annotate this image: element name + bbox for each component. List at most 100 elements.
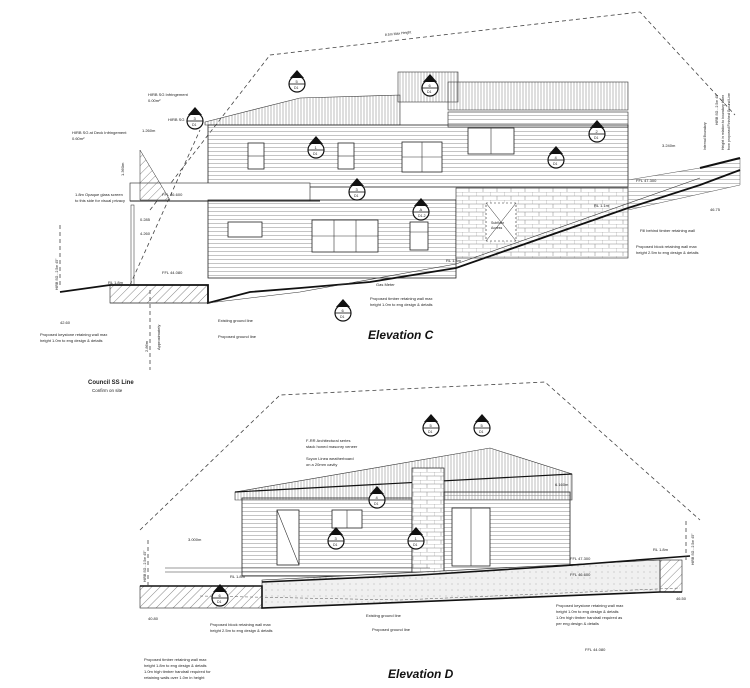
svg-text:Scyon Linea weatherboard: Scyon Linea weatherboard	[306, 456, 354, 461]
marker: 1D1	[307, 135, 325, 159]
glass-screen	[139, 149, 171, 201]
svg-text:Fill behind timber retaining w: Fill behind timber retaining wall	[640, 228, 695, 233]
svg-text:6.160m: 6.160m	[555, 482, 569, 487]
svg-text:D1: D1	[294, 86, 299, 90]
marker: 5D1	[473, 413, 491, 437]
elevation-c: 8.5m Max Height	[40, 11, 741, 393]
svg-text:3: 3	[335, 536, 338, 541]
svg-text:HIRB SG: HIRB SG	[168, 117, 184, 122]
timber-retaining-wall-c	[109, 284, 209, 304]
svg-text:Confirm on site: Confirm on site	[92, 388, 123, 393]
window	[227, 221, 263, 238]
keystone-wall-d	[659, 559, 683, 593]
svg-text:0.285: 0.285	[140, 217, 151, 222]
section-markers-d: 5D1 5D1 4D1 3D1 1D1 6D1	[211, 413, 491, 607]
svg-text:D1: D1	[340, 315, 345, 319]
svg-text:3: 3	[194, 116, 197, 121]
svg-text:FFL 44.080: FFL 44.080	[585, 647, 606, 652]
proposed-ground-line	[59, 169, 741, 305]
svg-text:to this side for visual privac: to this side for visual privacy	[75, 198, 125, 203]
svg-text:D1: D1	[594, 136, 599, 140]
roof-right	[447, 81, 629, 111]
svg-text:FFL 47.300: FFL 47.300	[636, 178, 657, 183]
deck-post	[130, 204, 135, 286]
svg-text:Approximately: Approximately	[156, 325, 161, 350]
marker: 5D1	[422, 413, 440, 437]
svg-text:FFL 46.600: FFL 46.600	[570, 572, 591, 577]
svg-text:6: 6	[219, 593, 222, 598]
svg-text:1.360m: 1.360m	[120, 162, 125, 176]
svg-text:Existing ground line: Existing ground line	[366, 613, 402, 618]
svg-text:D1: D1	[313, 152, 318, 156]
marker: 1D1	[407, 526, 425, 550]
svg-text:40.80: 40.80	[148, 616, 159, 621]
marker: 3D1	[348, 177, 366, 201]
svg-text:D1: D1	[413, 543, 418, 547]
elevation-d: 5D1 5D1 4D1 3D1 1D1 6D1 F-RR Architectur…	[139, 381, 701, 681]
block-wall	[455, 187, 629, 259]
masonry-veneer-column	[411, 467, 445, 577]
door	[409, 221, 429, 251]
svg-text:retaining walls over 1.0m in h: retaining walls over 1.0m in height	[144, 675, 205, 680]
svg-text:0.60m²: 0.60m²	[72, 136, 85, 141]
svg-text:FFL 46.600: FFL 46.600	[162, 192, 183, 197]
svg-text:Existing ground line: Existing ground line	[218, 318, 254, 323]
svg-text:on a 20mm cavity: on a 20mm cavity	[306, 462, 337, 467]
svg-text:Height in relation to boundary: Height in relation to boundary taken	[721, 95, 725, 150]
marker: 3D1	[186, 106, 204, 130]
fence	[627, 157, 741, 211]
ground-slope-d	[261, 555, 691, 583]
elevation-c-title: Elevation C	[368, 328, 434, 342]
svg-text:42.60: 42.60	[60, 320, 71, 325]
svg-text:height 2.5m to eng design & de: height 2.5m to eng design & details	[636, 250, 699, 255]
marker: 6D1	[211, 583, 229, 607]
svg-text:1.260m: 1.260m	[142, 128, 156, 133]
svg-text:Proposed timber retaining wall: Proposed timber retaining wall max	[370, 296, 432, 301]
svg-text:1: 1	[315, 145, 318, 150]
svg-text:HIRB SG - 2.5m 45°: HIRB SG - 2.5m 45°	[143, 550, 147, 582]
svg-text:1.8m Opaque glass screen: 1.8m Opaque glass screen	[75, 192, 123, 197]
svg-text:1.0m high timber handrail requ: 1.0m high timber handrail required as	[556, 615, 622, 620]
svg-text:6: 6	[342, 308, 345, 313]
annotations-d: F-RR Architectural series stack honed ma…	[143, 438, 695, 680]
svg-text:5: 5	[430, 423, 433, 428]
svg-text:5: 5	[481, 423, 484, 428]
section-markers-c: 5D1 6D1 3D1 1D1 4D1 2D1 3D1 AD1-2 6D1	[186, 69, 606, 322]
marker: 3D1	[327, 526, 345, 550]
marker: AD1-2	[412, 197, 430, 221]
annotations-c: HIRB SG Infringement 0.00m² HIRB SG HIRB…	[40, 92, 731, 393]
svg-text:Gas Meter: Gas Meter	[376, 282, 395, 287]
svg-text:3.240m: 3.240m	[662, 143, 676, 148]
house-body-d-left	[241, 497, 413, 577]
svg-text:4: 4	[555, 155, 558, 160]
svg-text:FFL 47.300: FFL 47.300	[570, 556, 591, 561]
marker: 6D1	[421, 73, 439, 97]
svg-text:D1: D1	[217, 600, 222, 604]
svg-text:RL 1.8m: RL 1.8m	[108, 280, 124, 285]
svg-text:D1: D1	[192, 123, 197, 127]
svg-text:Proposed keystone retaining wa: Proposed keystone retaining wall max	[40, 332, 107, 337]
svg-text:A: A	[420, 207, 423, 212]
svg-text:stack honed masonry veneer: stack honed masonry veneer	[306, 444, 358, 449]
svg-text:D1: D1	[428, 430, 433, 434]
marker: 2D1	[588, 119, 606, 143]
svg-text:per eng design & details: per eng design & details	[556, 621, 599, 626]
svg-text:1: 1	[415, 536, 418, 541]
svg-text:Proposed ground line: Proposed ground line	[372, 627, 411, 632]
height-envelope-d	[139, 381, 701, 531]
svg-text:HIRB SG at Deck Infringement: HIRB SG at Deck Infringement	[72, 130, 127, 135]
svg-text:D1: D1	[553, 162, 558, 166]
svg-text:HIRB SG - 2.5m 45°: HIRB SG - 2.5m 45°	[691, 533, 695, 565]
svg-text:2: 2	[596, 129, 599, 134]
existing-ground-line-d	[199, 587, 681, 601]
svg-text:height 1.0m to eng design & de: height 1.0m to eng design & details	[556, 609, 619, 614]
height-plane-label: 8.5m Max Height	[385, 30, 412, 37]
svg-text:D1: D1	[354, 194, 359, 198]
svg-text:3.000m: 3.000m	[188, 537, 202, 542]
svg-text:RL 1.8m: RL 1.8m	[653, 547, 669, 552]
elevation-d-title: Elevation D	[388, 667, 454, 681]
svg-text:RL 1.8m: RL 1.8m	[230, 574, 246, 579]
svg-text:D1: D1	[374, 502, 379, 506]
svg-text:D1: D1	[333, 543, 338, 547]
